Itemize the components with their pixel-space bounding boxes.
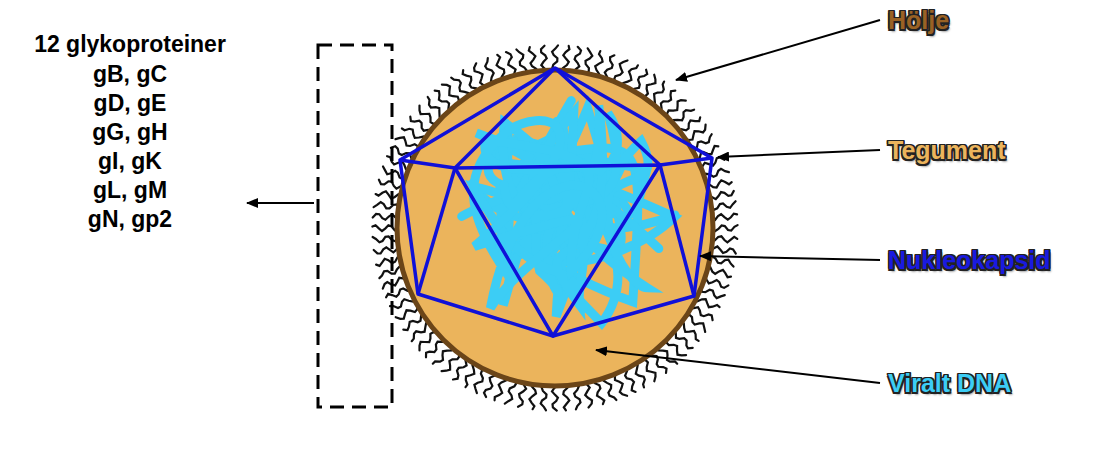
spike: [426, 341, 446, 357]
spike: [552, 385, 558, 411]
spike: [583, 383, 592, 408]
envelope: [397, 70, 713, 386]
spike: [651, 82, 664, 104]
spike: [593, 380, 604, 404]
spike: [451, 78, 468, 98]
spike: [641, 360, 656, 382]
spike: [529, 383, 536, 409]
spike: [705, 276, 729, 288]
spike: [374, 246, 399, 254]
spike: [585, 48, 593, 74]
spike: [474, 369, 486, 393]
spike: [678, 117, 700, 130]
glycoprotein-spikes: [372, 45, 737, 410]
spike: [573, 47, 581, 72]
spike: [390, 298, 414, 308]
dashed-bracket: [318, 45, 392, 407]
glycoprotein-list: gN, gp2: [0, 205, 260, 233]
glycoprotein-list: gL, gM: [0, 176, 260, 204]
spike: [466, 363, 476, 387]
spike: [712, 236, 738, 242]
spike: [373, 237, 399, 243]
spike: [631, 70, 647, 91]
spike: [485, 58, 495, 83]
part-label: Nukleokapsid: [888, 245, 1051, 275]
spike: [711, 201, 736, 210]
glycoprotein-list: gG, gH: [0, 118, 260, 146]
dna-strand: [473, 121, 602, 308]
spike: [403, 313, 423, 330]
glycoprotein-heading: 12 glykoproteiner: [0, 30, 260, 58]
nucleocapsid: [400, 68, 712, 336]
spike: [402, 129, 425, 140]
viral-dna: [462, 101, 675, 324]
spike: [563, 46, 569, 71]
spike: [373, 214, 398, 221]
dna-strand: [474, 105, 603, 308]
spike: [396, 137, 419, 151]
spike: [541, 46, 548, 71]
spike: [634, 364, 645, 388]
glycoprotein-list: gB, gC: [0, 60, 260, 88]
spike: [574, 384, 580, 410]
spike: [495, 377, 507, 400]
spike: [412, 323, 430, 341]
glycoprotein-list: gI, gK: [0, 147, 260, 175]
spike: [529, 47, 537, 72]
glycoprotein-list: gD, gE: [0, 89, 260, 117]
leader-lines: [247, 20, 880, 383]
spike: [541, 385, 547, 411]
part-label: Tegument: [888, 135, 1006, 165]
spike: [374, 202, 400, 208]
part-label: Hölje: [888, 5, 949, 35]
spike: [376, 256, 400, 266]
spike: [667, 338, 686, 355]
spike: [435, 91, 450, 112]
spike: [641, 75, 656, 97]
spike: [463, 70, 479, 91]
spike: [623, 65, 638, 86]
spike: [661, 91, 676, 112]
spike: [712, 225, 738, 231]
spike: [695, 299, 720, 307]
spike: [704, 169, 729, 178]
spike: [658, 347, 678, 364]
part-label: Viralt DNA: [888, 368, 1011, 398]
spike: [484, 374, 498, 397]
spike: [563, 385, 569, 411]
spike: [712, 214, 737, 220]
spike: [700, 287, 724, 298]
spike: [372, 225, 398, 231]
spike: [707, 266, 731, 277]
